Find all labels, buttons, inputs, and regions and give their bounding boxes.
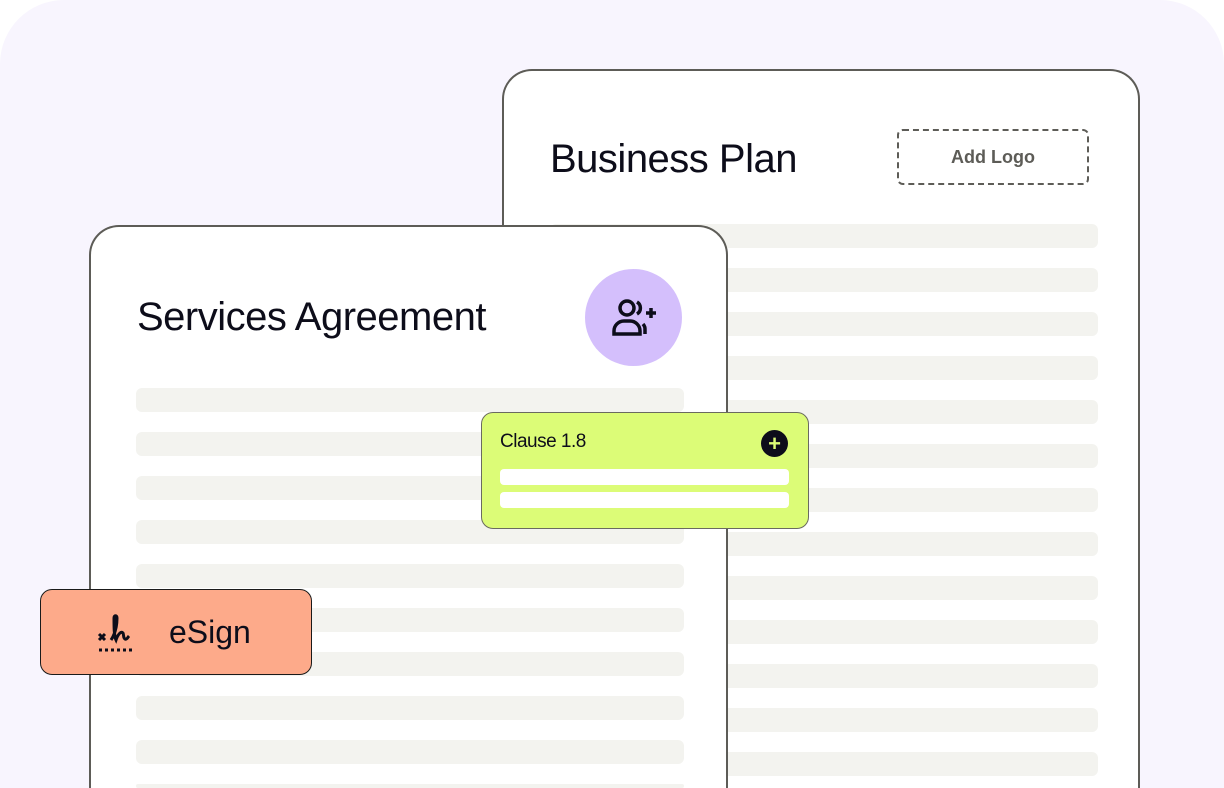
clause-card[interactable]: Clause 1.8 +	[481, 412, 809, 529]
signature-icon	[97, 614, 135, 652]
placeholder-text-line	[136, 784, 684, 788]
user-plus-icon	[611, 298, 656, 336]
clause-text-line	[500, 469, 789, 485]
plus-circle-icon[interactable]: +	[761, 430, 788, 457]
placeholder-text-line	[136, 740, 684, 764]
clause-text-line	[500, 492, 789, 508]
placeholder-text-line	[136, 388, 684, 412]
add-logo-button[interactable]: Add Logo	[897, 129, 1089, 185]
add-collaborator-button[interactable]	[585, 269, 682, 366]
placeholder-text-line	[136, 696, 684, 720]
esign-badge[interactable]: eSign	[40, 589, 312, 675]
clause-label: Clause 1.8	[500, 431, 586, 452]
placeholder-text-line	[136, 564, 684, 588]
business-plan-title: Business Plan	[550, 137, 797, 181]
services-agreement-title: Services Agreement	[137, 295, 486, 339]
esign-label: eSign	[169, 613, 251, 650]
